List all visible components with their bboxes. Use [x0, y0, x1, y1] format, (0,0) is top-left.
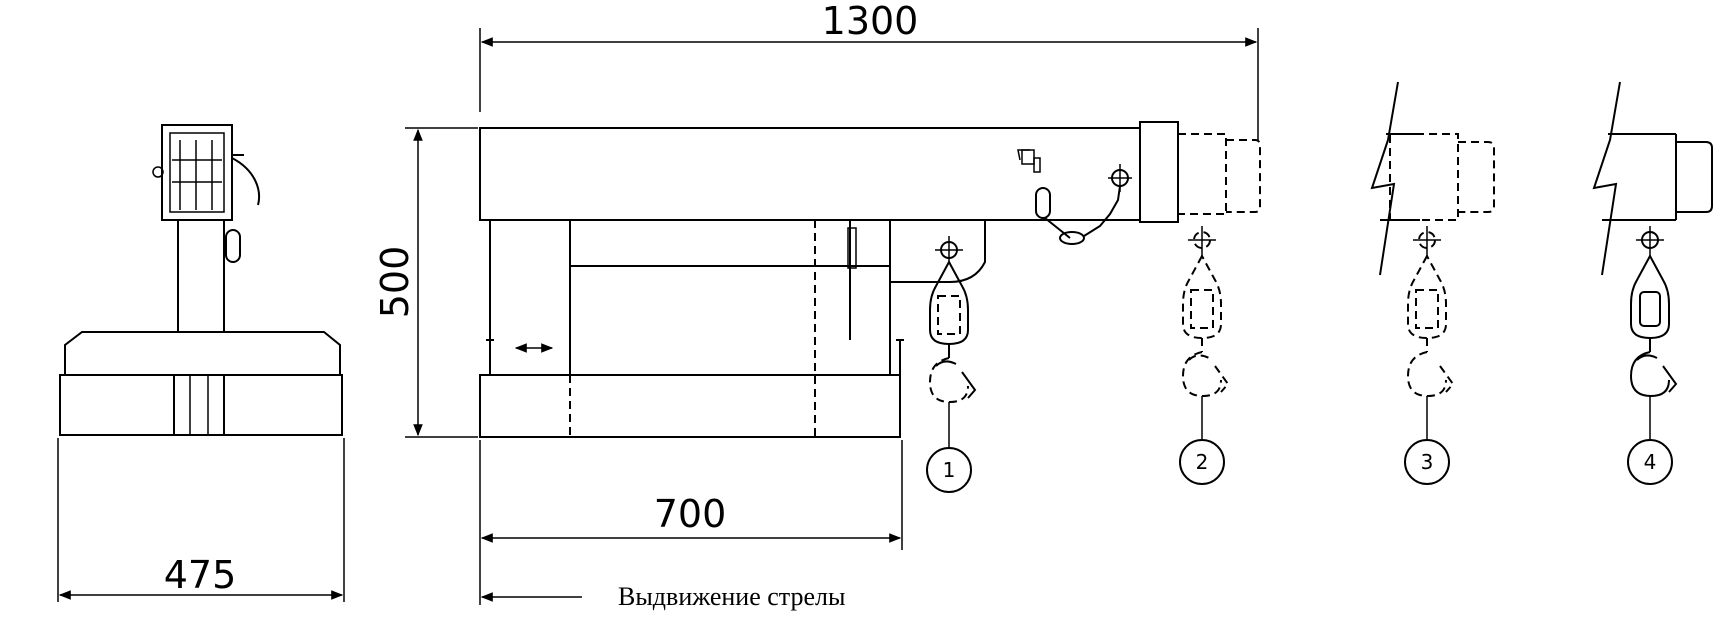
position-4-view: 4	[1592, 81, 1713, 485]
overall-length-dimension: 1300	[822, 0, 919, 43]
position-3-view: 3	[1370, 81, 1495, 485]
width-dimension: 475	[164, 553, 237, 597]
base-length-dimension: 700	[654, 492, 727, 536]
position-4-label: 4	[1644, 450, 1657, 474]
height-dimension: 500	[373, 246, 417, 319]
position-1-label: 1	[943, 458, 956, 482]
hook-position-1: 1	[926, 236, 977, 493]
boom-extension-caption: Выдвижение стрелы	[618, 582, 845, 611]
front-view: 475	[57, 124, 345, 602]
side-view: 1300 500	[373, 0, 1261, 611]
position-2-label: 2	[1196, 450, 1209, 474]
hook-position-2: 2	[1179, 226, 1230, 485]
position-3-label: 3	[1421, 450, 1434, 474]
